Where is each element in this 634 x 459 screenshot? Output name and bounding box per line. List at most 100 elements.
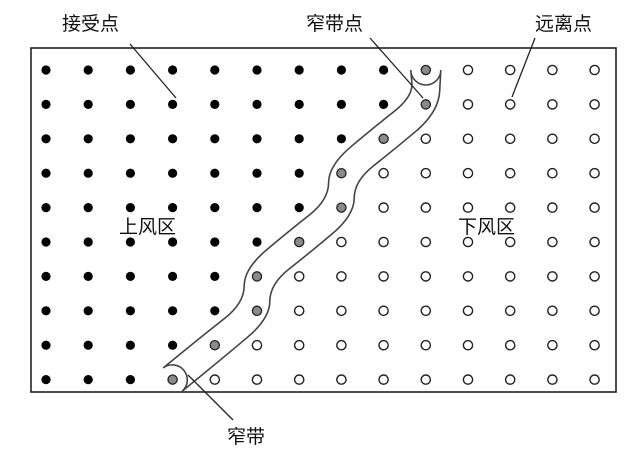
receiving-point (168, 306, 178, 316)
far-point (504, 339, 516, 351)
far-point (420, 271, 432, 282)
receiving-point (41, 168, 51, 178)
receiving-point (168, 168, 178, 178)
upwind-zone-label: 上风区 (119, 216, 176, 238)
narrow-band-label: 窄带 (227, 426, 265, 448)
receiving-point (168, 203, 178, 213)
far-point (589, 202, 600, 213)
receiving-point (168, 99, 178, 109)
receiving-point (294, 134, 304, 144)
far-point (378, 202, 389, 213)
far-point (251, 374, 263, 385)
far-point (547, 236, 558, 248)
narrow-band-point-label: 窄带点 (306, 13, 363, 35)
far-point (462, 202, 474, 213)
far-point (462, 339, 474, 351)
far-point (378, 339, 389, 351)
narrow-band-point (420, 99, 432, 110)
receiving-point (41, 375, 51, 385)
narrow-band-point (420, 64, 432, 76)
receiving-point (168, 65, 178, 75)
receiving-point (83, 237, 93, 247)
far-point (293, 339, 305, 351)
far-point (589, 339, 600, 351)
far-point (420, 374, 432, 385)
receiving-point (83, 203, 93, 213)
far-point (547, 271, 558, 282)
far-point (336, 305, 347, 317)
receiving-point (168, 134, 178, 144)
receiving-point (125, 134, 135, 144)
receiving-point (336, 134, 346, 144)
far-point (504, 305, 516, 317)
receiving-point (125, 65, 135, 75)
narrow-band-point (167, 374, 178, 385)
far-point (462, 236, 474, 248)
receiving-point (41, 237, 51, 247)
receiving-point (210, 99, 220, 109)
receiving-point (210, 168, 220, 178)
far-point (504, 374, 516, 385)
far-point-label: 远离点 (535, 13, 592, 35)
far-point (378, 236, 389, 248)
receiving-point (168, 340, 178, 350)
receiving-point (83, 271, 93, 281)
far-point (547, 64, 558, 76)
far-point (504, 133, 516, 145)
receiving-point (41, 65, 51, 75)
far-point (547, 167, 558, 179)
narrow-band-point (251, 271, 263, 282)
far-point (547, 305, 558, 317)
far-point (420, 305, 432, 317)
far-point (504, 99, 516, 110)
receiving-point (125, 340, 135, 350)
far-point (589, 133, 600, 145)
receiving-point (125, 375, 135, 385)
domain-border (30, 47, 617, 393)
far-point (462, 167, 474, 179)
far-point (378, 305, 389, 317)
receiving-point (379, 99, 389, 109)
receiving-point (125, 168, 135, 178)
receiving-point (294, 203, 304, 213)
receiving-point (125, 99, 135, 109)
far-point (420, 133, 432, 145)
receiving-point-label: 接受点 (62, 13, 119, 35)
receiving-point (294, 168, 304, 178)
far-point (547, 99, 558, 110)
narrow-band-point (209, 339, 221, 351)
receiving-point (41, 134, 51, 144)
far-point (504, 202, 516, 213)
receiving-point (252, 99, 262, 109)
far-point (462, 374, 474, 385)
narrow-band-point-leader (369, 37, 424, 99)
narrow-band-point (378, 133, 389, 145)
far-point (589, 374, 600, 385)
receiving-point (210, 237, 220, 247)
narrow-band-point (293, 236, 305, 248)
far-point (420, 202, 432, 213)
far-point (251, 339, 263, 351)
receiving-point (83, 168, 93, 178)
receiving-point (168, 271, 178, 281)
far-point (547, 374, 558, 385)
far-point (336, 339, 347, 351)
far-point (547, 339, 558, 351)
far-point (336, 374, 347, 385)
receiving-point (252, 237, 262, 247)
receiving-point (168, 237, 178, 247)
far-point (589, 305, 600, 317)
receiving-point (125, 271, 135, 281)
receiving-point (252, 168, 262, 178)
far-point (589, 99, 600, 110)
far-point (547, 133, 558, 145)
far-point (504, 271, 516, 282)
far-point (420, 339, 432, 351)
receiving-point (125, 237, 135, 247)
far-point (293, 271, 305, 282)
receiving-point (210, 65, 220, 75)
receiving-point (336, 99, 346, 109)
receiving-point (41, 340, 51, 350)
receiving-point (210, 203, 220, 213)
far-point (462, 305, 474, 317)
